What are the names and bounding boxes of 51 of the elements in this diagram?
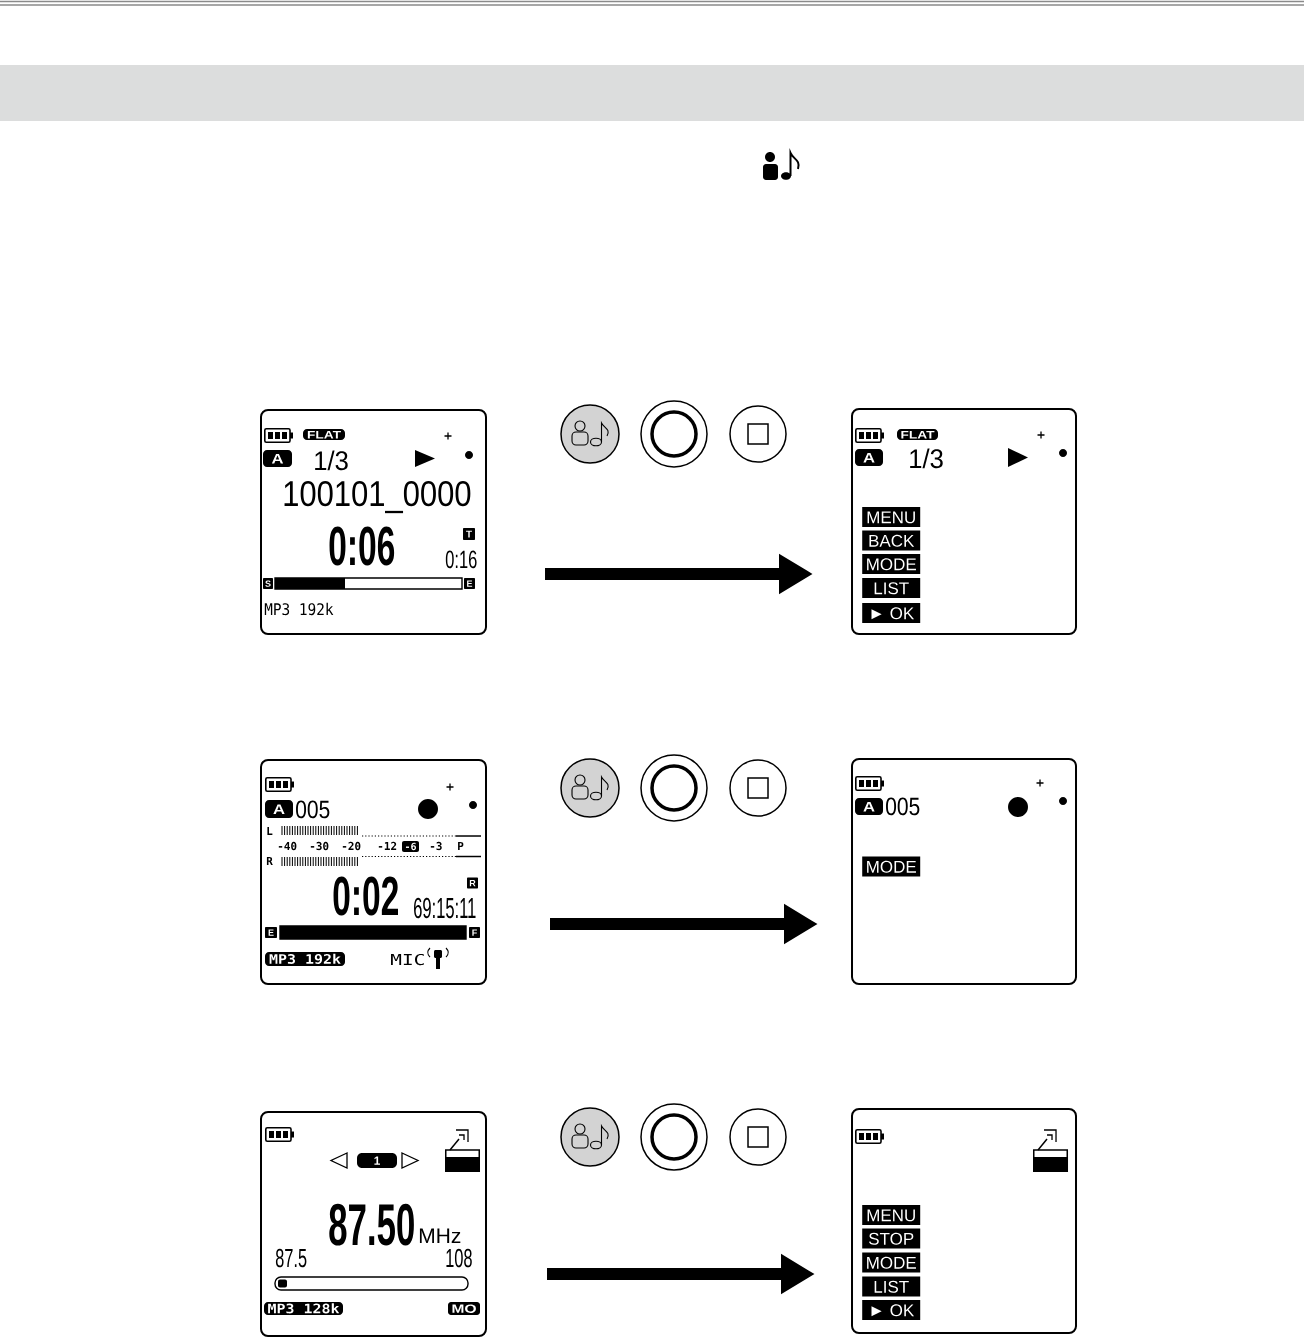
status-tag: FLAT <box>303 429 345 440</box>
scale-label: -30 <box>310 841 329 851</box>
scale-label: -20 <box>342 841 361 851</box>
format-tag: MP3 192k <box>265 952 345 966</box>
band-limit: 87.5 <box>275 1248 307 1268</box>
scale-tag: -6 <box>402 841 419 852</box>
folder-tag: A <box>855 449 883 466</box>
stereo-tag: MO <box>448 1302 480 1315</box>
softkey-label: ► OK <box>862 1300 921 1320</box>
input-label: MIC <box>391 953 424 966</box>
preset-tag: 1 <box>357 1153 397 1168</box>
unit-label: MHz <box>419 1228 461 1243</box>
file-name: 100101_0000 <box>284 480 471 514</box>
scale-label: -40 <box>278 841 297 851</box>
softkey-label: LIST <box>862 578 921 598</box>
track-counter: 1/3 <box>910 448 943 469</box>
folder-tag: A <box>265 800 293 818</box>
folder-tag: A <box>855 798 883 815</box>
file-number: 005 <box>296 800 330 819</box>
scale-label: -12 <box>378 841 397 850</box>
status-tag: FLAT <box>897 429 938 440</box>
channel-label: L <box>267 827 273 835</box>
elapsed-time: 0:02 <box>333 876 398 916</box>
softkey-label: MENU <box>862 1205 921 1225</box>
bar-end-tag: E <box>265 927 277 938</box>
folder-tag: A <box>263 450 292 467</box>
bar-end-tag: E <box>464 578 475 589</box>
band-limit: 108 <box>446 1248 472 1268</box>
softkey-label: MODE <box>862 856 921 877</box>
format-tag: MP3 128k <box>264 1302 343 1315</box>
indicator-tag: T <box>463 528 475 540</box>
channel-label: R <box>266 857 273 865</box>
softkey-label: MENU <box>862 507 921 527</box>
file-number: 005 <box>886 797 920 816</box>
softkey-label: ► OK <box>862 603 921 623</box>
elapsed-time: 0:06 <box>329 526 395 566</box>
remaining-time: 69:15:11 <box>414 897 476 919</box>
scale-label: -3 <box>430 841 442 851</box>
softkey-label: LIST <box>862 1276 921 1297</box>
softkey-label: MODE <box>862 554 921 574</box>
total-time: 0:16 <box>445 550 477 569</box>
softkey-label: BACK <box>862 530 921 551</box>
scale-label: P <box>458 842 464 850</box>
track-counter: 1/3 <box>315 450 348 471</box>
softkey-label: STOP <box>862 1228 921 1249</box>
bar-end-tag: S <box>263 578 273 589</box>
softkey-label: MODE <box>862 1252 921 1273</box>
indicator-tag: R <box>467 877 478 889</box>
frequency: 87.50 <box>329 1203 414 1246</box>
format-label: MP3 192k <box>264 602 334 616</box>
bar-end-tag: F <box>469 927 480 938</box>
